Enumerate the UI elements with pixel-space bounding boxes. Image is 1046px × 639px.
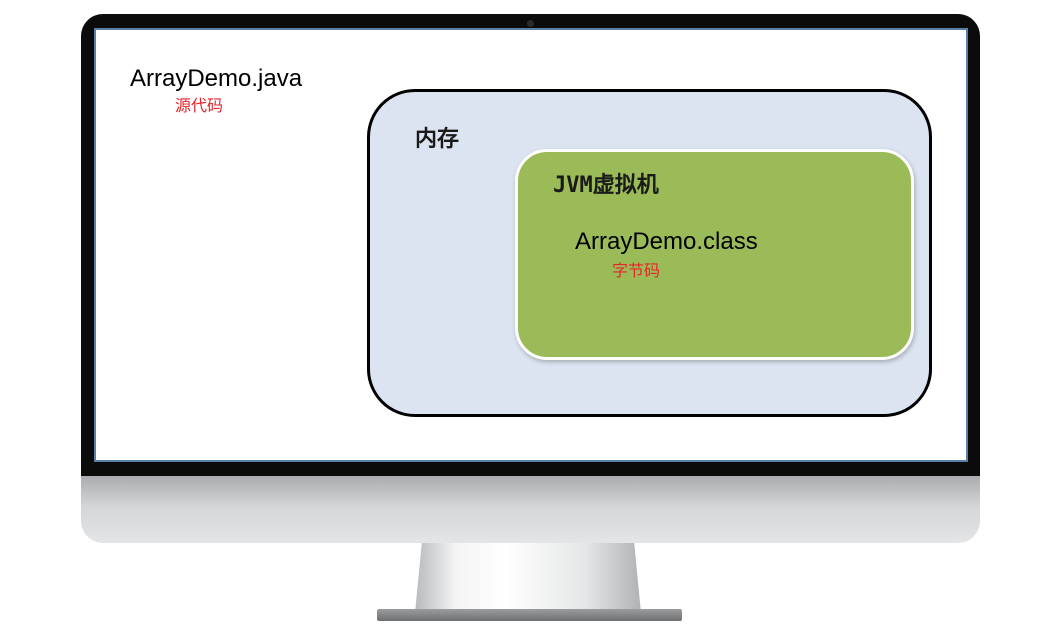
jvm-title: JVM虚拟机 (553, 173, 659, 198)
source-file-caption: 源代码 (175, 98, 224, 115)
monitor-stand-neck (415, 543, 641, 613)
source-file-label: ArrayDemo.java (130, 65, 303, 92)
memory-title: 内存 (415, 126, 460, 151)
monitor-chin (81, 476, 980, 543)
jvm-box (515, 149, 914, 360)
camera-dot (527, 20, 534, 27)
class-file-caption: 字节码 (612, 263, 661, 280)
class-file-label: ArrayDemo.class (575, 228, 758, 255)
monitor-stand-base (377, 609, 682, 621)
